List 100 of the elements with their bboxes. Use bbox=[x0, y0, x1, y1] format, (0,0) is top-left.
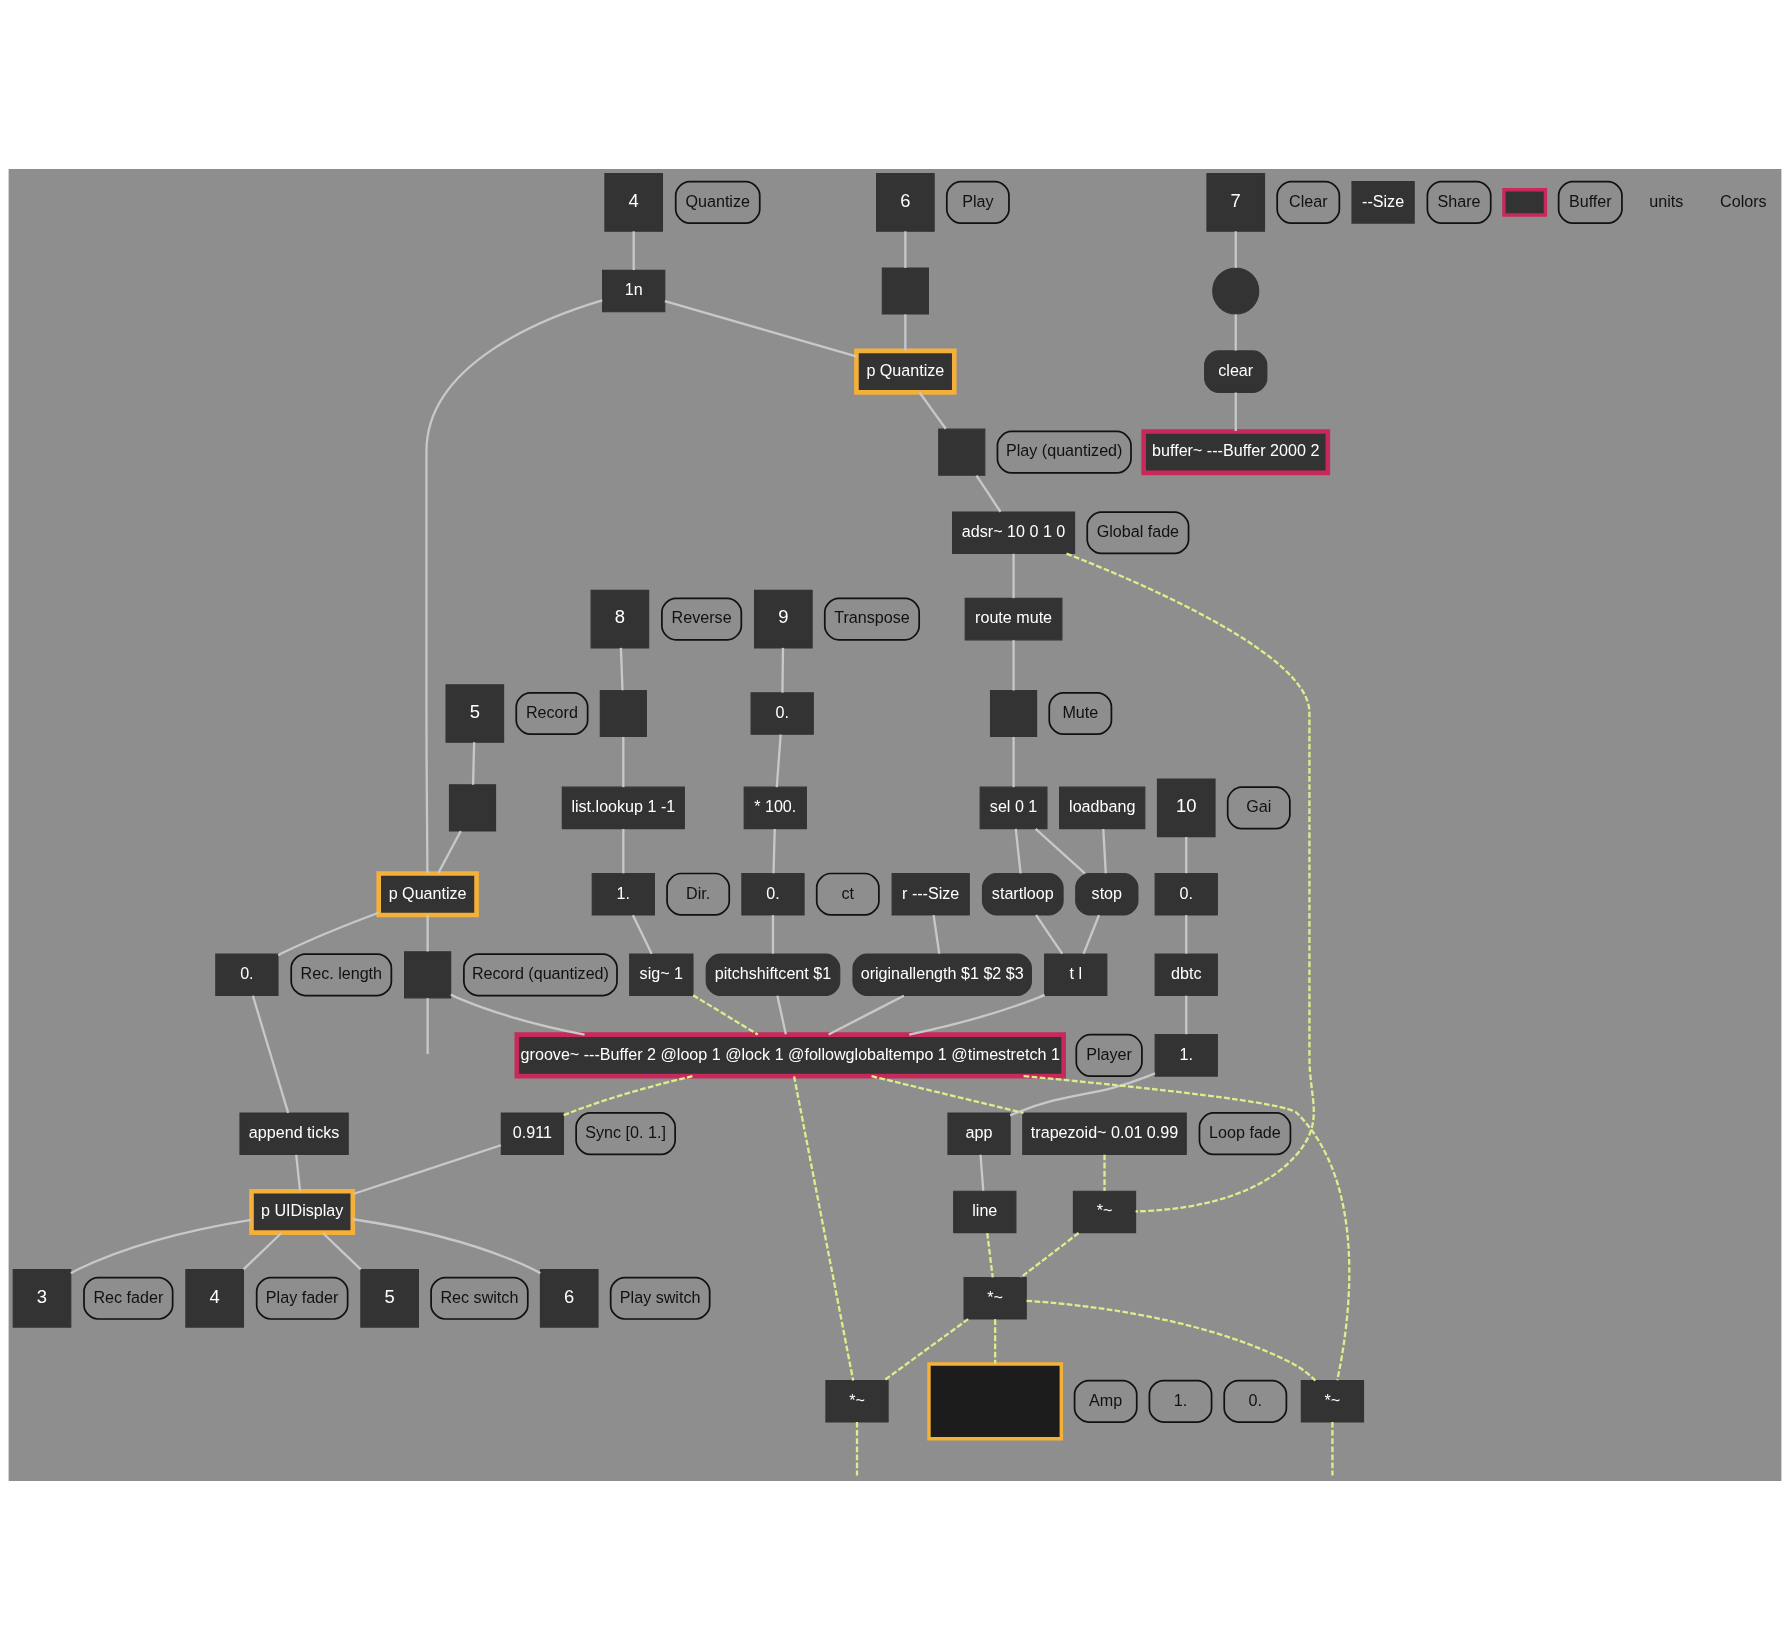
node-box: dbtc bbox=[1154, 953, 1218, 997]
connector bbox=[904, 314, 907, 351]
connector bbox=[1102, 828, 1107, 874]
node-box: 4 bbox=[185, 1268, 244, 1328]
node-box: 6 bbox=[876, 173, 935, 232]
connector bbox=[1035, 914, 1064, 955]
node-box: *~ bbox=[1072, 1190, 1137, 1234]
connector bbox=[352, 1144, 502, 1196]
connector bbox=[631, 914, 653, 955]
node-box: stop bbox=[1075, 872, 1139, 916]
node-label: Sync [0. 1.] bbox=[585, 1122, 666, 1141]
connector bbox=[1234, 392, 1237, 431]
node-box: trapezoid~ 0.01 0.99 bbox=[1022, 1112, 1187, 1155]
connector bbox=[771, 915, 775, 954]
node-box: 1. bbox=[1154, 1034, 1218, 1077]
connector bbox=[793, 1076, 855, 1381]
connector bbox=[904, 231, 907, 268]
node-label: Amp bbox=[1089, 1390, 1123, 1409]
node-label: Dir. bbox=[686, 883, 711, 902]
node-box: 1. bbox=[591, 872, 655, 916]
node-box: t l bbox=[1044, 953, 1108, 997]
node-label: Rec fader bbox=[93, 1287, 164, 1306]
node-box: p Quantize bbox=[376, 871, 479, 918]
node-box: 4 bbox=[604, 173, 664, 232]
node-box: buffer~ ---Buffer 2000 2 bbox=[1141, 429, 1331, 476]
connector bbox=[242, 1232, 283, 1271]
connector bbox=[1026, 1299, 1317, 1382]
connector bbox=[622, 736, 625, 788]
node-box: * 100. bbox=[743, 786, 807, 830]
connector bbox=[1185, 837, 1188, 874]
node-box: 8 bbox=[590, 589, 650, 649]
node-box: 3 bbox=[12, 1268, 72, 1328]
node-box: originallength $1 $2 $3 bbox=[852, 953, 1032, 997]
node-box: *~ bbox=[825, 1380, 889, 1423]
node-box: 0. bbox=[750, 692, 814, 735]
node-box: 9 bbox=[754, 589, 813, 649]
connector bbox=[908, 993, 1046, 1036]
node-box: 10 bbox=[1156, 778, 1216, 838]
node-box bbox=[881, 267, 929, 315]
connector bbox=[295, 1154, 302, 1191]
node-label: Share bbox=[1437, 191, 1481, 210]
node-box bbox=[404, 951, 452, 999]
label: Colors bbox=[1720, 191, 1767, 210]
node-label: Reverse bbox=[671, 608, 732, 627]
connector bbox=[322, 1232, 362, 1271]
connector bbox=[450, 993, 585, 1036]
connector bbox=[426, 915, 429, 952]
connector bbox=[632, 231, 635, 271]
node-label: 1. bbox=[1173, 1390, 1188, 1409]
node-box: clear bbox=[1204, 350, 1268, 393]
connector bbox=[437, 830, 462, 874]
node-label: Global fade bbox=[1096, 522, 1180, 541]
connector bbox=[775, 734, 782, 788]
connector bbox=[251, 995, 290, 1114]
node-box: loadbang bbox=[1059, 786, 1146, 830]
connector bbox=[994, 1319, 997, 1364]
node-label: Rec. length bbox=[300, 964, 383, 983]
node-box bbox=[448, 784, 497, 832]
connector bbox=[1234, 314, 1237, 351]
node-box: list.lookup 1 -1 bbox=[561, 786, 685, 830]
node-box: adsr~ 10 0 1 0 bbox=[952, 511, 1076, 555]
node-box: route mute bbox=[964, 597, 1063, 641]
node-label: Play (quantized) bbox=[1006, 441, 1123, 460]
connector bbox=[1012, 736, 1015, 788]
node-box: 7 bbox=[1206, 173, 1266, 232]
node-bar bbox=[1502, 188, 1548, 217]
node-box: 6 bbox=[539, 1268, 599, 1328]
connector bbox=[828, 994, 905, 1036]
node-label: Player bbox=[1086, 1044, 1132, 1063]
connector bbox=[776, 995, 787, 1035]
connector bbox=[1103, 1154, 1106, 1191]
node-label: Mute bbox=[1062, 702, 1099, 721]
connector bbox=[471, 742, 476, 785]
node-box: 1n bbox=[602, 269, 666, 313]
node-box: append ticks bbox=[239, 1112, 349, 1155]
connector bbox=[1082, 914, 1101, 955]
node-box: 0. bbox=[1154, 872, 1218, 916]
node-label: Rec switch bbox=[440, 1287, 519, 1306]
node-box: 0.911 bbox=[500, 1112, 565, 1155]
node-box: groove~ ---Buffer 2 @loop 1 @lock 1 @followglobaltempo 1 @timestretch 1 bbox=[514, 1032, 1066, 1079]
node-box: sig~ 1 bbox=[629, 953, 694, 997]
connector bbox=[1066, 552, 1315, 1213]
node-label: 0. bbox=[1248, 1390, 1263, 1409]
node-label: Transpose bbox=[834, 608, 910, 627]
connector bbox=[1185, 995, 1188, 1035]
node-label: Clear bbox=[1289, 191, 1328, 210]
connector bbox=[1185, 915, 1188, 954]
connector bbox=[692, 994, 759, 1036]
node-box: *~ bbox=[963, 1277, 1027, 1320]
node-box bbox=[938, 428, 986, 476]
node-box: 5 bbox=[445, 684, 505, 743]
node-label: ct bbox=[841, 883, 855, 902]
node-label: Play switch bbox=[619, 1287, 701, 1306]
node-label: Record bbox=[525, 702, 578, 721]
node-box: --Size bbox=[1351, 181, 1415, 224]
connector bbox=[1009, 1072, 1156, 1117]
label: units bbox=[1649, 191, 1684, 210]
connector bbox=[352, 1218, 541, 1275]
connector bbox=[664, 300, 857, 358]
connector bbox=[1331, 1422, 1334, 1476]
